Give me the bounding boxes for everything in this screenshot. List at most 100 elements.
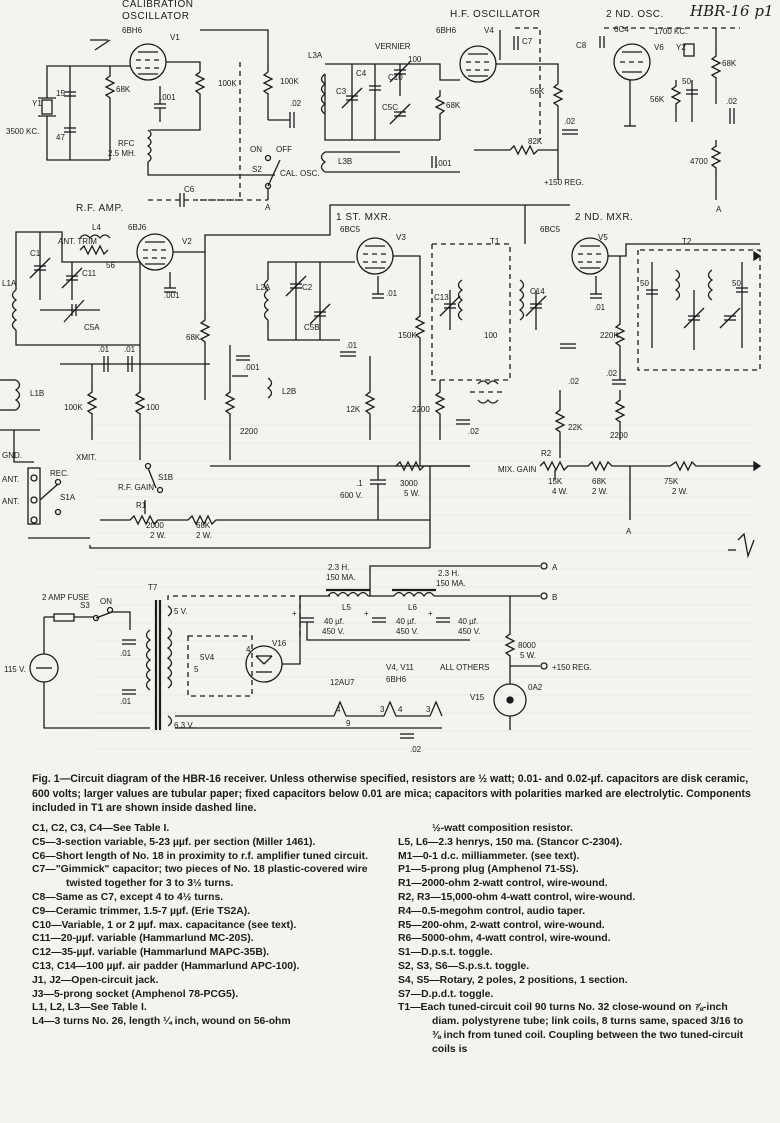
tube-v15-type: 0A2 (528, 683, 543, 692)
label-c5a: C5A (84, 323, 100, 332)
label-001-d: .001 (244, 363, 260, 372)
label-63v: 6.3 V. (174, 721, 194, 730)
part-item: C10—Variable, 1 or 2 µµf. max. capacitan… (32, 919, 297, 931)
tube-v4-type: 6BH6 (436, 26, 457, 35)
label-pin9: 9 (346, 719, 351, 728)
part-ref: J3 (32, 988, 44, 1000)
part-item: C5—3-section variable, 5-23 µµf. per sec… (32, 836, 316, 848)
label-01-c: .01 (386, 289, 398, 298)
label-off: OFF (276, 145, 292, 154)
label-001-c: .001 (164, 291, 180, 300)
part-item: P1—5-prong plug (Amphenol 71-5S). (398, 864, 579, 876)
crystal-y1: Y1 (32, 99, 42, 108)
title-2nd-mxr: 2 ND. MXR. (575, 212, 633, 223)
title-hf-osc: H.F. OSCILLATOR (450, 9, 540, 20)
part-desc: Each tuned-circuit coil 90 turns No. 32 … (420, 1002, 744, 1055)
part-item: J3—5-prong socket (Amphenol 78-PCG5). (32, 988, 239, 1000)
label-c6: C6 (184, 185, 195, 194)
part-item: L1, L2, L3—See Table I. (32, 1002, 147, 1014)
label-plus-c: + (428, 609, 433, 618)
part-desc: 3-section variable, 5-23 µµf. per sectio… (55, 836, 316, 848)
part-ref: T1 (398, 1002, 411, 1014)
part-desc: 35-µµf. variable (Hammarlund MAPC-35B). (61, 947, 270, 959)
label-5w-a: 5 W. (404, 489, 420, 498)
label-c7: C7 (522, 37, 533, 46)
parts-continuation: ½-watt composition resistor. (432, 823, 573, 834)
label-115v: 115 V. (4, 665, 26, 674)
label-plus-a: + (292, 609, 297, 618)
label-c11: C11 (82, 269, 97, 278)
label-2000: 2000 (146, 521, 164, 530)
part-desc: Short length of No. 18 in proximity to r… (55, 850, 369, 862)
part-desc: 200-ohm, 2-watt control, wire-wound. (421, 919, 605, 931)
parts-right-items: L5, L6—2.3 henrys, 150 ma. (Stancor C-23… (398, 836, 754, 1057)
label-450v-c: 450 V. (458, 627, 480, 636)
label-68k-a: 68K (116, 85, 131, 94)
label-02-a: .02 (290, 99, 302, 108)
label-rfc: RFC (118, 139, 135, 148)
label-l6-ma: 150 MA. (436, 579, 466, 588)
part-desc: Open-circuit jack. (71, 974, 159, 986)
label-r56: 56 (106, 261, 115, 270)
label-100k-c: 100K (64, 403, 83, 412)
part-item: S4, S5—Rotary, 2 poles, 2 positions, 1 s… (398, 974, 628, 986)
power-supply: 2 AMP FUSE S3 ON 115 V. .01 .01 T7 5 V. … (4, 562, 592, 754)
label-75k: 75K (664, 477, 679, 486)
part-item: S7—D.p.d.t. toggle. (398, 988, 494, 1000)
label-2200-a: 2200 (240, 427, 258, 436)
part-desc: 0.5-megohm control, audio taper. (421, 905, 586, 917)
label-2w-a: 2 W. (150, 531, 166, 540)
part-ref: M1 (398, 850, 413, 862)
tube-v15-label: V15 (470, 693, 485, 702)
part-ref: S1 (398, 947, 411, 959)
label-68k-c: 68K (722, 59, 737, 68)
label-l6-h: 2.3 H. (438, 569, 459, 578)
part-ref: S2, S3, S6 (398, 960, 448, 972)
part-desc: Ceramic trimmer, 1.5-7 µµf. (Erie TS2A). (55, 905, 251, 917)
label-cal-osc: CAL. OSC. (280, 169, 320, 178)
tube-v16-label: V16 (272, 639, 287, 648)
label-c100-b: 100 (484, 331, 498, 340)
part-ref: R1 (398, 878, 412, 890)
label-001-a: .001 (160, 93, 176, 102)
rf-amplifier: C6 6BJ6 V2 L4 56 ANT. TRIM C1 C11 L1A C5… (0, 185, 430, 549)
part-ref: C13, C14 (32, 960, 76, 972)
part-item: M1—0-1 d.c. milliammeter. (see text). (398, 850, 580, 862)
label-02-e: .02 (468, 427, 480, 436)
part-item: C9—Ceramic trimmer, 1.5-7 µµf. (Erie TS2… (32, 905, 251, 917)
label-pin3a: 3 (380, 705, 385, 714)
label-l4: L4 (92, 223, 101, 232)
label-pin5a: 5 (194, 665, 199, 674)
tube-v5-label: V5 (598, 233, 608, 242)
tube-v4-label: V4 (484, 26, 494, 35)
label-r100: 100 (146, 403, 160, 412)
label-y2: Y2 (676, 43, 686, 52)
part-desc: D.p.d.t. toggle. (421, 988, 494, 1000)
label-82k: 82K (528, 137, 543, 146)
label-plus-b: + (364, 609, 369, 618)
label-100k-b: 100K (280, 77, 299, 86)
title-1st-mxr: 1 ST. MXR. (336, 212, 392, 223)
label-02-d: .02 (568, 377, 580, 386)
label-c10: C10 (388, 73, 403, 82)
freq-3500: 3500 KC. (6, 127, 39, 136)
part-item: J1, J2—Open-circuit jack. (32, 974, 159, 986)
second-mixer: 6BC5 V5 .01 220K .02 2200 T2 50 50 MIX. … (498, 205, 762, 559)
title-calibration: CALIBRATION (122, 0, 193, 10)
label-vernier: VERNIER (375, 42, 411, 51)
t1-transformer: T1 C13 100 C14 .02 2200 .02 22K (412, 237, 583, 458)
parts-list-left-column: C1, C2, C3, C4—See Table I.C5—3-section … (32, 822, 388, 1057)
label-01-f: .01 (120, 649, 132, 658)
label-3000: 3000 (400, 479, 418, 488)
part-desc: "Gimmick" capacitor; two pieces of No. 1… (55, 864, 368, 890)
label-68k-f: 68K (592, 477, 607, 486)
part-desc: 2000-ohm 2-watt control, wire-wound. (421, 878, 608, 890)
label-c100: 100 (408, 55, 422, 64)
title-2nd-osc: 2 ND. OSC. (606, 9, 664, 20)
label-c47: 47 (56, 133, 65, 142)
label-001-b: .001 (436, 159, 452, 168)
label-l2b: L2B (282, 387, 296, 396)
label-c5c: C5C (382, 103, 398, 112)
label-2200-b: 2200 (412, 405, 430, 414)
label-01-e: .01 (594, 303, 606, 312)
